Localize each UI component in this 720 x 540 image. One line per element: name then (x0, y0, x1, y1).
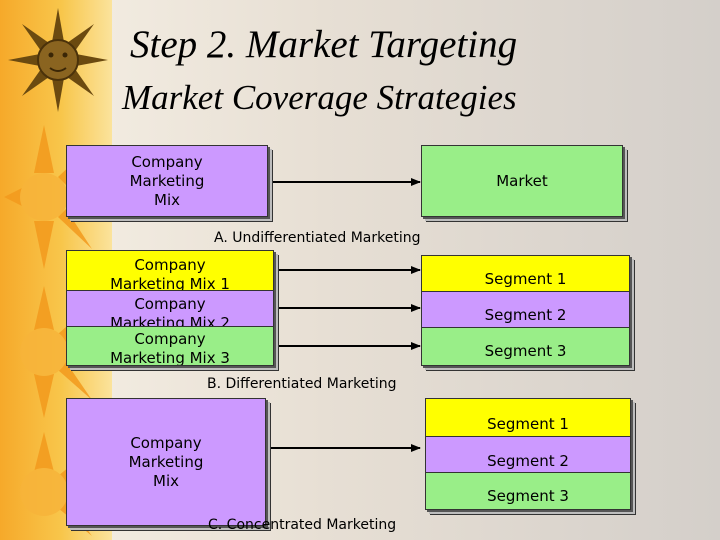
caption-undifferentiated: A. Undifferentiated Marketing (214, 230, 421, 246)
segment-2-label: Segment 2 (487, 452, 569, 470)
sun-icon (8, 8, 108, 112)
market-label: Market (496, 171, 548, 190)
company-marketing-mix-box-a: Company Marketing Mix (66, 145, 268, 217)
mix-3-label: Company Marketing Mix 3 (110, 330, 230, 365)
company-marketing-mix-2: Company Marketing Mix 2 (67, 290, 273, 327)
slide-title: Step 2. Market Targeting (130, 23, 518, 66)
segment-1-c: Segment 1 (426, 399, 630, 436)
segment-3-label: Segment 3 (487, 486, 569, 505)
segment-3-label: Segment 3 (484, 341, 567, 360)
segment-2-label: Segment 2 (484, 305, 567, 324)
mix-2-label: Company Marketing Mix 2 (110, 295, 230, 327)
segment-3-b: Segment 3 (422, 328, 629, 365)
market-box: Market (421, 145, 623, 217)
company-marketing-mix-label: Company Marketing Mix (129, 152, 205, 209)
caption-concentrated: C. Concentrated Marketing (208, 517, 397, 533)
segment-1-label: Segment 1 (484, 269, 567, 288)
mix-1-label: Company Marketing Mix 1 (110, 256, 230, 290)
segment-2-b: Segment 2 (422, 291, 629, 328)
company-marketing-mix-box-c: Company Marketing Mix (66, 398, 266, 526)
segment-1-label: Segment 1 (487, 415, 569, 433)
caption-differentiated: B. Differentiated Marketing (207, 376, 397, 392)
company-marketing-mix-3: Company Marketing Mix 3 (67, 327, 273, 365)
company-marketing-mix-1: Company Marketing Mix 1 (67, 251, 273, 290)
segment-3-c: Segment 3 (426, 473, 630, 509)
slide-subtitle: Market Coverage Strategies (122, 78, 517, 117)
segment-2-c: Segment 2 (426, 436, 630, 473)
company-marketing-mix-label: Company Marketing Mix (128, 433, 204, 490)
segment-1-b: Segment 1 (422, 256, 629, 291)
